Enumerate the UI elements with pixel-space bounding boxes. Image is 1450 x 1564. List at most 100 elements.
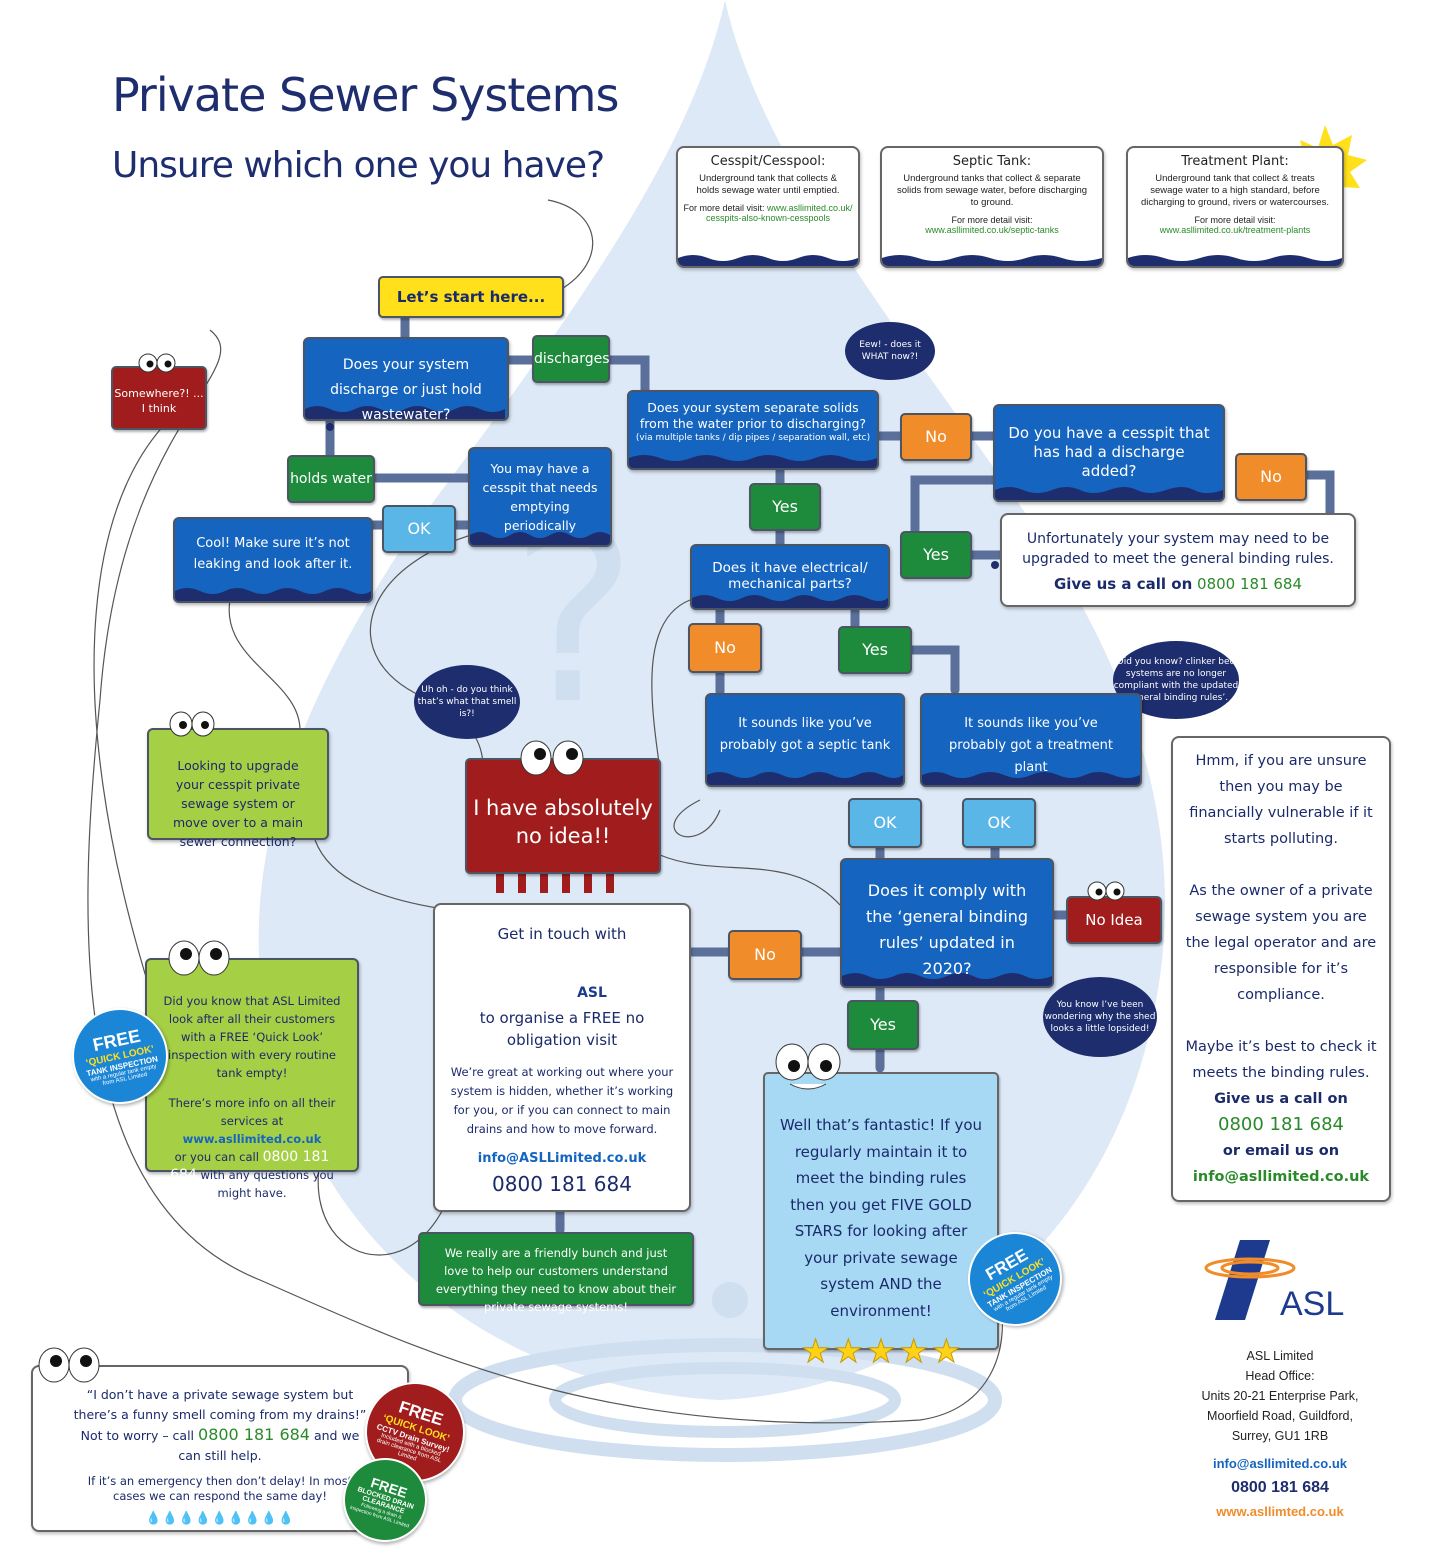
card-link[interactable]: www.asllimited.co.uk/ — [767, 203, 853, 213]
card-more-label: For more detail visit: — [1194, 215, 1276, 225]
start-label: Let’s start here... — [378, 276, 564, 318]
answer-holds-water[interactable]: holds water — [287, 455, 375, 503]
answer-yes[interactable]: Yes — [900, 531, 972, 579]
result-upgrade: Unfortunately your system may need to be… — [1000, 513, 1356, 607]
connector-curve — [659, 854, 841, 906]
result-cesspit-empty: You may have a cesspit that needs emptyi… — [468, 447, 612, 547]
bubble-decoration — [712, 1282, 748, 1318]
company-address: ASL Limited Head Office: Units 20-21 Ent… — [1170, 1346, 1390, 1522]
cartoon-eyes-icon — [138, 353, 176, 373]
drains-emergency: If it’s an emergency then don’t delay! I… — [87, 1474, 353, 1503]
hmm-text: Hmm, if you are unsure then you may be f… — [1189, 753, 1373, 847]
five-stars-rating: ★★★★★ — [765, 1332, 997, 1371]
info-card-septic: Septic Tank: Underground tanks that coll… — [880, 146, 1104, 268]
water-droplet — [326, 423, 334, 431]
email-link[interactable]: info@ASLLimited.co.uk — [477, 1151, 647, 1166]
pipe — [910, 475, 1000, 535]
hmm-call-label: Give us a call on — [1214, 1091, 1348, 1107]
email-link[interactable]: info@asllimited.co.uk — [1192, 1169, 1370, 1185]
ripple-inner — [549, 1362, 901, 1438]
result-cool: Cool! Make sure it’s not leaking and loo… — [173, 517, 373, 603]
connector-curve — [314, 839, 451, 911]
answer-ok[interactable]: OK — [848, 798, 922, 848]
ripple-outer — [448, 1338, 1002, 1462]
hmm-text: As the owner of a private sewage system … — [1185, 883, 1377, 1003]
card-heading: Cesspit/Cesspool: — [710, 154, 826, 169]
speech-bubble-smell: Uh oh - do you think that’s what that sm… — [414, 665, 520, 739]
question-electrical: Does it have electrical/ mechanical part… — [690, 544, 890, 610]
phone-link[interactable]: 0800 181 684 — [1218, 1114, 1344, 1135]
wave-decoration — [1128, 255, 1342, 266]
answer-yes[interactable]: Yes — [838, 626, 912, 674]
phone-link[interactable]: 0800 181 684 — [170, 1149, 330, 1183]
phone-link[interactable]: 0800 181 684 — [1231, 1479, 1329, 1496]
result-septic-tank: It sounds like you’ve probably got a sep… — [705, 693, 905, 787]
cartoon-eyes-icon — [1087, 881, 1125, 901]
speech-bubble-eew: Eew! - does it WHAT now?! — [845, 322, 935, 380]
website-link[interactable]: www.asllimted.co.uk — [1216, 1504, 1344, 1519]
asl-logo-graphic — [1204, 1240, 1296, 1320]
card-body: Underground tank that collects & holds s… — [696, 173, 840, 196]
phone-link[interactable]: 0800 181 684 — [492, 1172, 632, 1196]
info-card-treatment: Treatment Plant: Underground tank that c… — [1126, 146, 1344, 268]
answer-no[interactable]: No — [1235, 453, 1307, 501]
get-in-touch-offer: to organise a FREE no obligation visit — [479, 1009, 645, 1049]
card-link[interactable]: cesspits-also-known-cesspools — [705, 213, 831, 223]
no-idea-box[interactable]: I have absolutely no idea!! — [465, 758, 661, 874]
cartoon-eyes-icon — [169, 711, 215, 737]
page-subtitle: Unsure which one you have? — [112, 145, 605, 186]
answer-discharges[interactable]: discharges — [532, 335, 610, 383]
somewhere-note: Somewhere?! ... I think — [111, 366, 207, 430]
question-discharge: Does your system discharge or just hold … — [303, 337, 509, 421]
email-link[interactable]: info@asllimited.co.uk — [1212, 1456, 1348, 1471]
answer-no[interactable]: No — [728, 930, 802, 980]
card-heading: Septic Tank: — [952, 154, 1032, 169]
phone-link[interactable]: 0800 181 684 — [1197, 575, 1303, 593]
get-in-touch-heading: Get in touch with — [497, 925, 627, 943]
connector-curve — [87, 329, 1003, 1424]
answer-no[interactable]: No — [688, 623, 762, 673]
pipe — [905, 645, 960, 695]
drain-pipe — [496, 873, 504, 893]
card-link[interactable]: www.asllimited.co.uk/septic-tanks — [925, 225, 1059, 235]
gold-star-icon: ★ — [833, 1332, 863, 1371]
page-title: Private Sewer Systems — [112, 68, 619, 122]
question-cesspit-discharge: Do you have a cesspit that has had a dis… — [993, 404, 1225, 502]
connector-curve — [93, 394, 201, 991]
question-separate-solids: Does your system separate solids from th… — [627, 390, 879, 470]
cartoon-eyes-icon — [168, 940, 230, 976]
drains-smell-box: “I don’t have a private sewage system bu… — [31, 1365, 409, 1532]
answer-yes[interactable]: Yes — [847, 1000, 919, 1050]
website-link[interactable]: www.asllimited.co.uk — [182, 1132, 322, 1146]
answer-yes[interactable]: Yes — [749, 483, 821, 531]
answer-ok[interactable]: OK — [962, 798, 1036, 848]
hmm-email-label: or email us on — [1222, 1143, 1340, 1159]
wave-decoration — [882, 255, 1102, 266]
gold-star-icon: ★ — [899, 1332, 929, 1371]
upgrade-text: Unfortunately your system may need to be… — [1022, 531, 1334, 567]
gold-star-icon: ★ — [932, 1332, 962, 1371]
quick-look-text: Did you know that ASL Limited look after… — [163, 994, 341, 1080]
card-link[interactable]: www.asllimited.co.uk/treatment-plants — [1159, 225, 1311, 235]
answer-no-idea[interactable]: No Idea — [1066, 896, 1162, 944]
quick-look-info-box: Did you know that ASL Limited look after… — [145, 958, 359, 1200]
connector-curve — [228, 599, 301, 731]
answer-no[interactable]: No — [900, 413, 972, 461]
asl-logo-text: ASL — [1280, 1285, 1345, 1323]
wave-decoration — [678, 255, 858, 266]
info-card-cesspit: Cesspit/Cesspool: Underground tank that … — [676, 146, 860, 268]
connector-curve — [651, 599, 691, 771]
drain-pipe — [518, 873, 526, 893]
get-in-touch-box: Get in touch with ASL to organise a FREE… — [433, 903, 691, 1212]
fantastic-text: Well that’s fantastic! If you regularly … — [779, 1116, 983, 1320]
gold-star-icon: ★ — [801, 1332, 831, 1371]
hmm-advice-box: Hmm, if you are unsure then you may be f… — [1171, 736, 1391, 1202]
water-droplet — [991, 561, 999, 569]
connector-curve — [673, 799, 721, 838]
answer-ok[interactable]: OK — [382, 505, 456, 553]
connector-curve — [547, 199, 594, 291]
cartoon-eyes-icon — [38, 1347, 100, 1383]
question-comply: Does it comply with the ‘general binding… — [840, 858, 1054, 988]
phone-link[interactable]: 0800 181 684 — [198, 1425, 310, 1444]
result-treatment-plant: It sounds like you’ve probably got a tre… — [920, 693, 1142, 787]
